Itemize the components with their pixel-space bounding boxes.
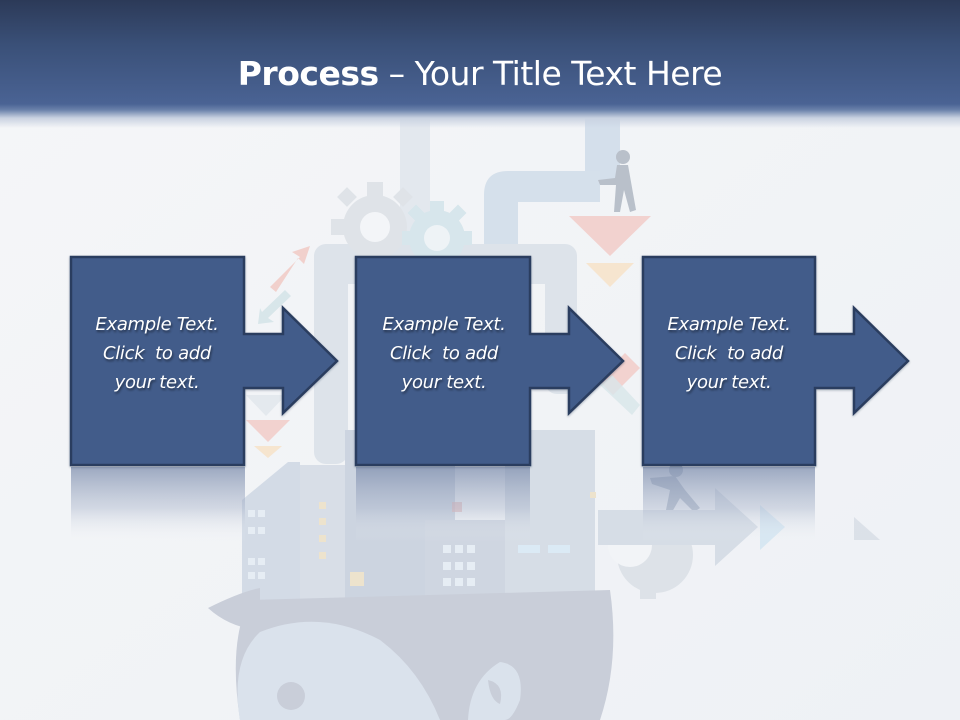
step-3-line-2: Click to add <box>674 343 784 364</box>
step-1-line-3: your text. <box>114 372 200 393</box>
step-2-text[interactable]: Example Text. Click to add your text. <box>358 310 530 397</box>
title-bar <box>0 0 960 128</box>
slide-title[interactable]: Process – Your Title Text Here <box>0 52 960 96</box>
step-2-line-3: your text. <box>401 372 487 393</box>
step-3-text[interactable]: Example Text. Click to add your text. <box>643 310 815 397</box>
title-rest: – Your Title Text Here <box>378 54 723 93</box>
title-bold: Process <box>237 54 379 93</box>
step-1-line-1: Example Text. <box>95 314 219 335</box>
step-1-text[interactable]: Example Text. Click to add your text. <box>71 310 243 397</box>
step-2-line-1: Example Text. <box>382 314 506 335</box>
step-2-line-2: Click to add <box>389 343 499 364</box>
person-walking-icon <box>598 150 636 212</box>
head-icon <box>208 588 614 720</box>
step-1-line-2: Click to add <box>102 343 212 364</box>
step-3-line-1: Example Text. <box>667 314 791 335</box>
step-3-line-3: your text. <box>686 372 772 393</box>
